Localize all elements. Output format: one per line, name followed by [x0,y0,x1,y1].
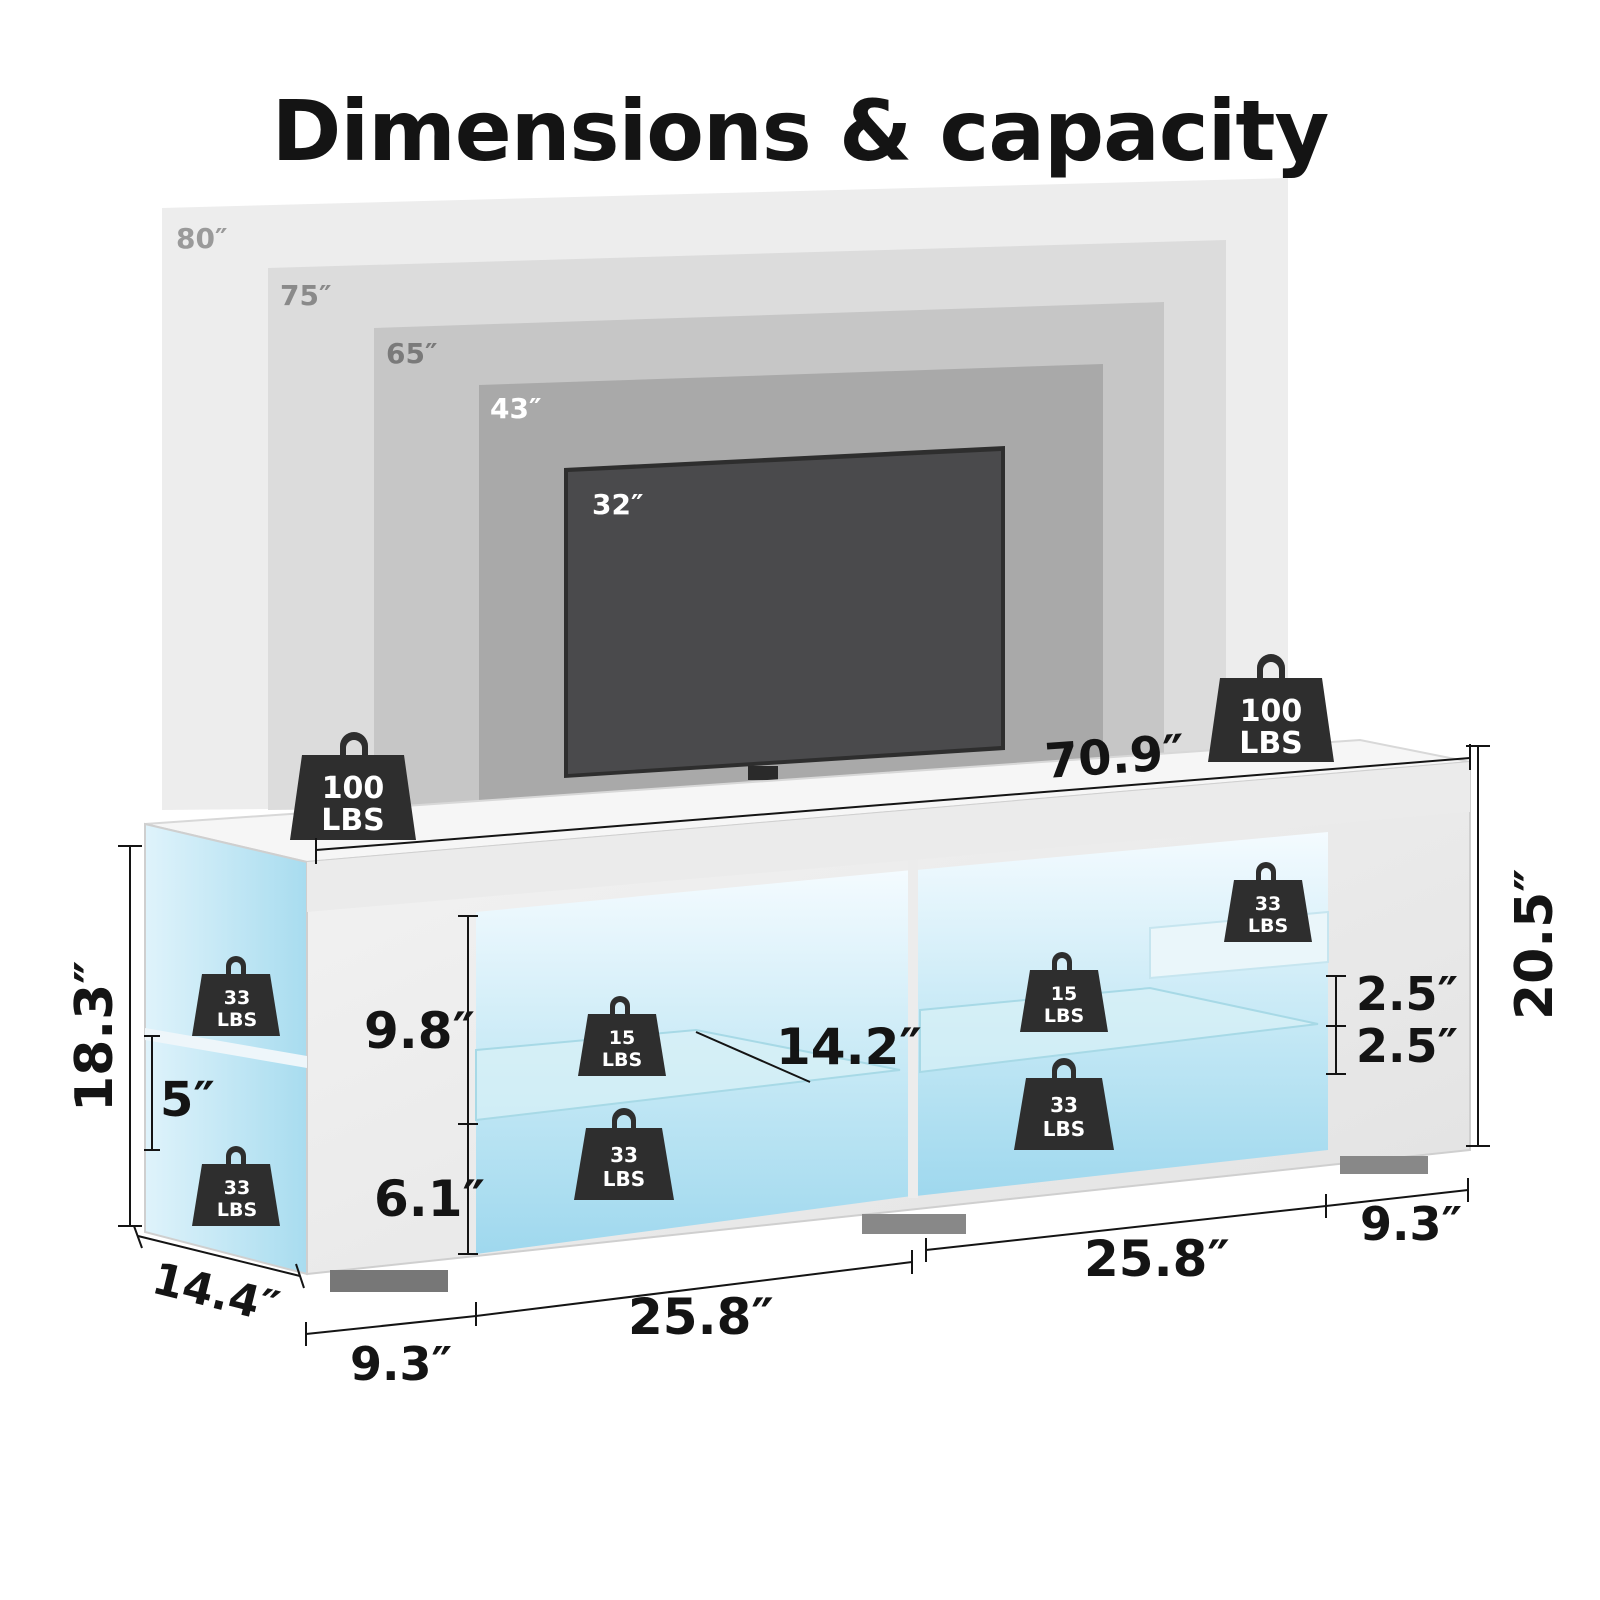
weight-label-line2: LBS [1044,1005,1084,1027]
weight-icon [1256,862,1276,882]
dimension-lines [118,744,1490,1346]
weight-label-line2: LBS [602,1049,642,1071]
tv-screen [568,451,1001,774]
weight-body [192,974,280,1036]
screen-size-43: 43″ [490,392,541,425]
weight-body [578,1014,666,1076]
weight-label-line1: 100 [1240,694,1303,729]
weight-center-right-bottom: 33 LBS [1014,1058,1114,1150]
weight-left-lower: 33 LBS [192,1146,280,1226]
page-title: Dimensions & capacity [271,82,1330,180]
tv-stand-neck [748,766,778,780]
depth-label: 14.4″ [147,1253,284,1334]
front-top-band [307,762,1470,912]
weight-icon [226,956,246,976]
center-divider [908,838,918,1198]
tv-32: 32″ [564,446,1005,798]
left-side-shelf [145,1028,307,1068]
weight-label-line1: 33 [224,1177,250,1199]
weight-label-line2: LBS [217,1009,257,1031]
right-section-width-label: 9.3″ [1360,1197,1462,1251]
weight-icon [340,732,368,758]
weight-center-left-glass: 15 LBS [578,996,666,1076]
weight-icon [612,1108,636,1132]
left-section-width-label: 9.3″ [350,1337,452,1391]
weight-body [1014,1078,1114,1150]
weight-label-line2: LBS [1239,726,1303,761]
weight-label-line2: LBS [217,1199,257,1221]
weight-label-line1: 33 [1050,1093,1078,1117]
total-width-label: 70.9″ [1043,724,1186,790]
screen-size-32: 32″ [592,488,643,521]
weight-body [192,1164,280,1226]
weight-label-line2: LBS [321,803,385,838]
weight-body [290,755,416,840]
right-shelf-upper-label: 2.5″ [1356,967,1458,1021]
weight-icon [226,1146,246,1166]
weight-center-left-bottom: 33 LBS [574,1108,674,1200]
right-shelf-lower-label: 2.5″ [1356,1019,1458,1073]
weight-top-left: 100 LBS [290,732,416,840]
weight-right-upper: 33 LBS [1224,862,1312,942]
total-height-label: 20.5″ [1505,868,1565,1020]
weight-icon [1257,654,1285,680]
weight-body [1208,678,1334,762]
weight-label-line2: LBS [1248,915,1288,937]
weight-label-line1: 33 [610,1143,638,1167]
weight-label-line1: 15 [1051,983,1077,1005]
upper-compartment-label: 9.8″ [364,1002,475,1060]
weight-top-right: 100 LBS [1208,654,1334,762]
weight-label-line2: LBS [603,1167,645,1191]
weight-icon [1052,952,1072,972]
weight-body [1020,970,1108,1032]
weight-icon [1052,1058,1076,1082]
screen-size-65: 65″ [386,337,437,370]
weight-label-line2: LBS [1043,1117,1085,1141]
side-height-label: 18.3″ [65,960,125,1112]
glass-depth-label: 14.2″ [776,1018,922,1076]
weight-label-line1: 15 [609,1027,635,1049]
weight-icon [610,996,630,1016]
weight-label-line1: 33 [224,987,250,1009]
center-right-width-label: 25.8″ [1084,1230,1230,1288]
foot-right [1340,1156,1428,1174]
weight-body [574,1128,674,1200]
left-lower-shelf-label: 5″ [160,1072,215,1128]
weight-label-line1: 100 [322,771,385,806]
center-left-width-label: 25.8″ [628,1288,774,1346]
screen-size-80: 80″ [176,222,227,255]
weight-label-line1: 33 [1255,893,1281,915]
foot-front-left [330,1270,448,1292]
foot-center [862,1214,966,1234]
weight-body [1224,880,1312,942]
lower-compartment-label: 6.1″ [374,1170,485,1228]
weight-center-right-glass: 15 LBS [1020,952,1108,1032]
screen-size-75: 75″ [280,279,331,312]
weight-left-upper: 33 LBS [192,956,280,1036]
tv-stand [144,738,1471,1292]
